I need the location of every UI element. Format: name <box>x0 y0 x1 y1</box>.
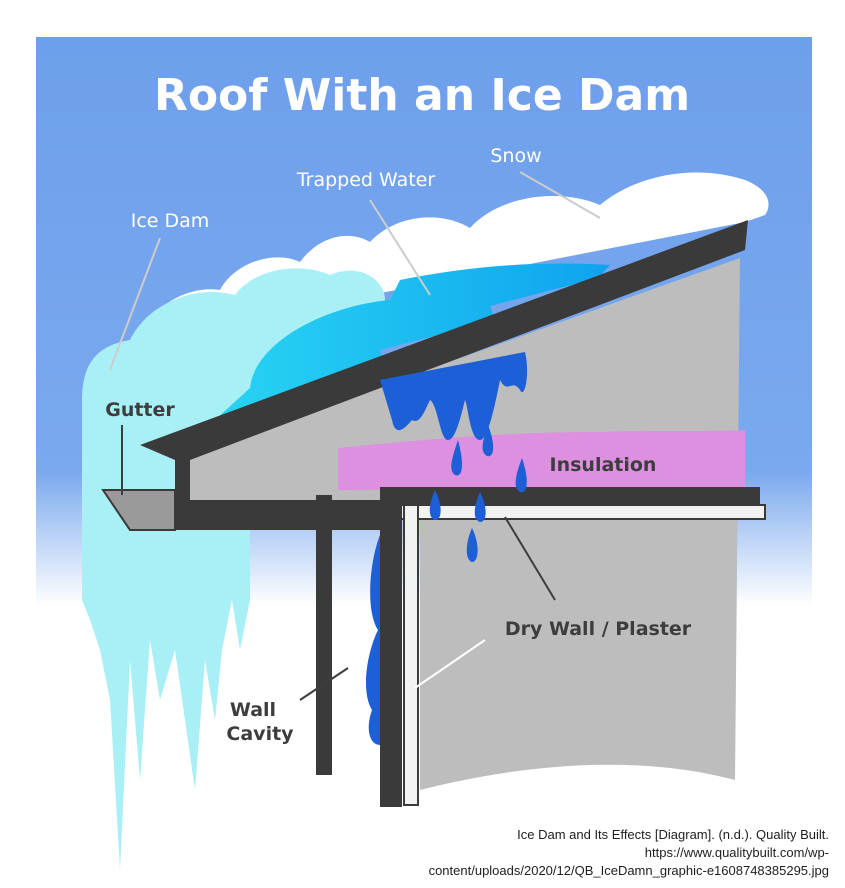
citation: Ice Dam and Its Effects [Diagram]. (n.d.… <box>309 826 829 880</box>
citation-line-3: content/uploads/2020/12/QB_IceDamn_graph… <box>428 863 829 878</box>
page-title: Roof With an Ice Dam <box>154 70 690 121</box>
citation-line-2: https://www.qualitybuilt.com/wp- <box>644 845 829 860</box>
wall-water-stain <box>365 535 380 745</box>
water-drop <box>474 492 486 522</box>
water-drop <box>482 425 494 457</box>
wall-drywall <box>403 504 419 806</box>
water-drop <box>515 458 527 493</box>
label-wall-line2: Cavity <box>226 723 294 745</box>
ceiling-joist <box>380 487 760 505</box>
label-ice-dam: Ice Dam <box>131 210 210 232</box>
wall-stud-outer <box>316 495 332 775</box>
label-drywall: Dry Wall / Plaster <box>505 618 692 640</box>
leader-lines <box>109 171 601 701</box>
water-drop <box>466 528 478 562</box>
water-drop <box>451 440 462 476</box>
ice-dam <box>82 268 385 870</box>
label-wall-line1: Wall <box>230 699 276 721</box>
water-drop <box>429 490 441 520</box>
citation-line-1: Ice Dam and Its Effects [Diagram]. (n.d.… <box>517 827 829 842</box>
label-insulation: Insulation <box>550 454 657 476</box>
insulation <box>338 430 745 490</box>
wall-stud-inner <box>380 487 402 807</box>
label-gutter: Gutter <box>105 399 175 421</box>
ceiling-drywall <box>399 504 766 520</box>
wall-surface <box>175 258 740 790</box>
roof <box>140 220 748 495</box>
label-snow: Snow <box>490 145 541 167</box>
water-drips <box>380 352 528 562</box>
gutter <box>101 489 176 531</box>
label-trapped-water: Trapped Water <box>296 169 436 191</box>
